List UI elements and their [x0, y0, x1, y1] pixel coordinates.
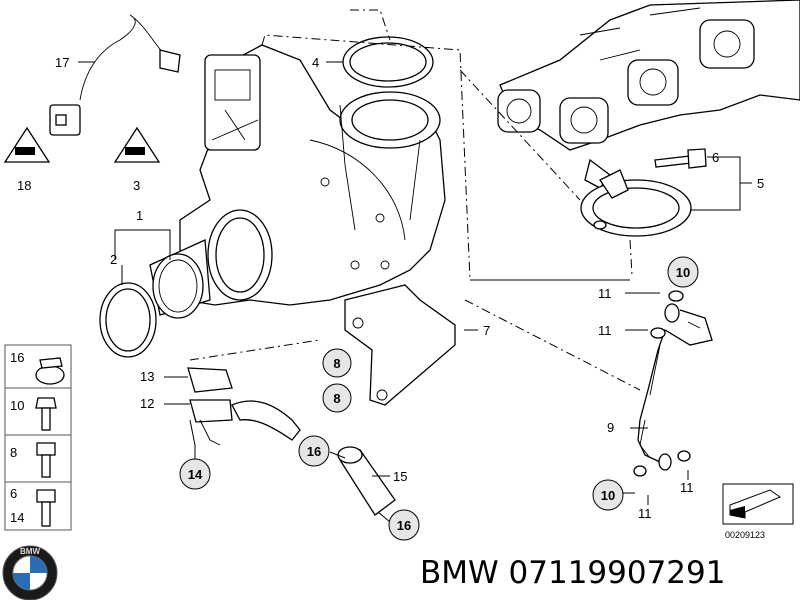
bubble-8-b: 8 — [322, 383, 352, 413]
callout-12: 12 — [140, 396, 154, 411]
hose-part-15 — [337, 446, 396, 516]
svg-text:16: 16 — [397, 518, 411, 533]
bmw-logo: BMW — [2, 545, 58, 600]
legend-label-6: 6 — [10, 486, 17, 501]
svg-text:8: 8 — [333, 391, 340, 406]
hex-bolt-icon — [36, 489, 56, 527]
svg-text:16: 16 — [307, 444, 321, 459]
legend-label-10: 10 — [10, 398, 24, 413]
svg-text:10: 10 — [601, 488, 615, 503]
flange-bolt-icon — [35, 397, 57, 431]
callout-11-a: 11 — [598, 286, 612, 301]
svg-text:8: 8 — [333, 356, 340, 371]
circled-callouts: 8 8 10 10 14 16 16 — [179, 256, 699, 541]
part-number-caption: BMW 07119907291 — [420, 555, 725, 591]
callout-4: 4 — [312, 55, 319, 70]
washer-part-11 — [633, 290, 691, 477]
callout-11-c: 11 — [680, 480, 694, 495]
bracket-part-7 — [344, 284, 456, 406]
callout-5: 5 — [757, 176, 764, 191]
callout-labels: 17 18 3 1 2 4 6 5 7 11 11 9 11 11 13 12 … — [17, 55, 764, 521]
bubble-10-a: 10 — [667, 256, 699, 288]
bolt-icon — [36, 442, 56, 478]
hose-clamp-icon — [35, 357, 65, 385]
callout-6: 6 — [712, 150, 719, 165]
warning-triangle-18 — [3, 126, 51, 163]
o-ring-part-2 — [99, 282, 157, 358]
legend-label-8: 8 — [10, 445, 17, 460]
callout-2: 2 — [110, 252, 117, 267]
bubble-16-a: 16 — [298, 435, 330, 467]
svg-text:10: 10 — [676, 265, 690, 280]
callout-11-d: 11 — [638, 506, 652, 521]
turbocharger-part-1 — [149, 44, 446, 319]
clamp-part-5 — [580, 169, 692, 237]
doc-number: 00209123 — [725, 530, 765, 540]
bmw-logo-letters: BMW — [20, 547, 40, 556]
bubble-16-b: 16 — [388, 509, 420, 541]
fastener-legend: 16 10 8 6 14 — [4, 344, 72, 531]
oxygen-sensor-part-17 — [49, 14, 181, 136]
oil-line-part-9 — [637, 303, 713, 471]
leader-lines — [78, 9, 752, 523]
callout-3: 3 — [133, 178, 140, 193]
oil-return-pipe-part-12 — [187, 367, 301, 446]
warning-triangle-3 — [113, 126, 161, 163]
bubble-10-b: 10 — [592, 479, 624, 511]
exhaust-manifold — [497, 0, 800, 189]
callout-9: 9 — [607, 420, 614, 435]
bubble-14: 14 — [179, 458, 211, 490]
callout-15: 15 — [393, 469, 407, 484]
callout-7: 7 — [483, 323, 490, 338]
callout-1: 1 — [136, 208, 143, 223]
callout-17: 17 — [55, 55, 69, 70]
callout-11-b: 11 — [598, 323, 612, 338]
callout-13: 13 — [140, 369, 154, 384]
legend-label-14: 14 — [10, 510, 24, 525]
svg-text:14: 14 — [188, 467, 203, 482]
bubble-8-a: 8 — [322, 348, 352, 378]
callout-18: 18 — [17, 178, 31, 193]
legend-label-16: 16 — [10, 350, 24, 365]
orientation-box — [722, 483, 794, 525]
bolt-part-6 — [654, 148, 707, 169]
